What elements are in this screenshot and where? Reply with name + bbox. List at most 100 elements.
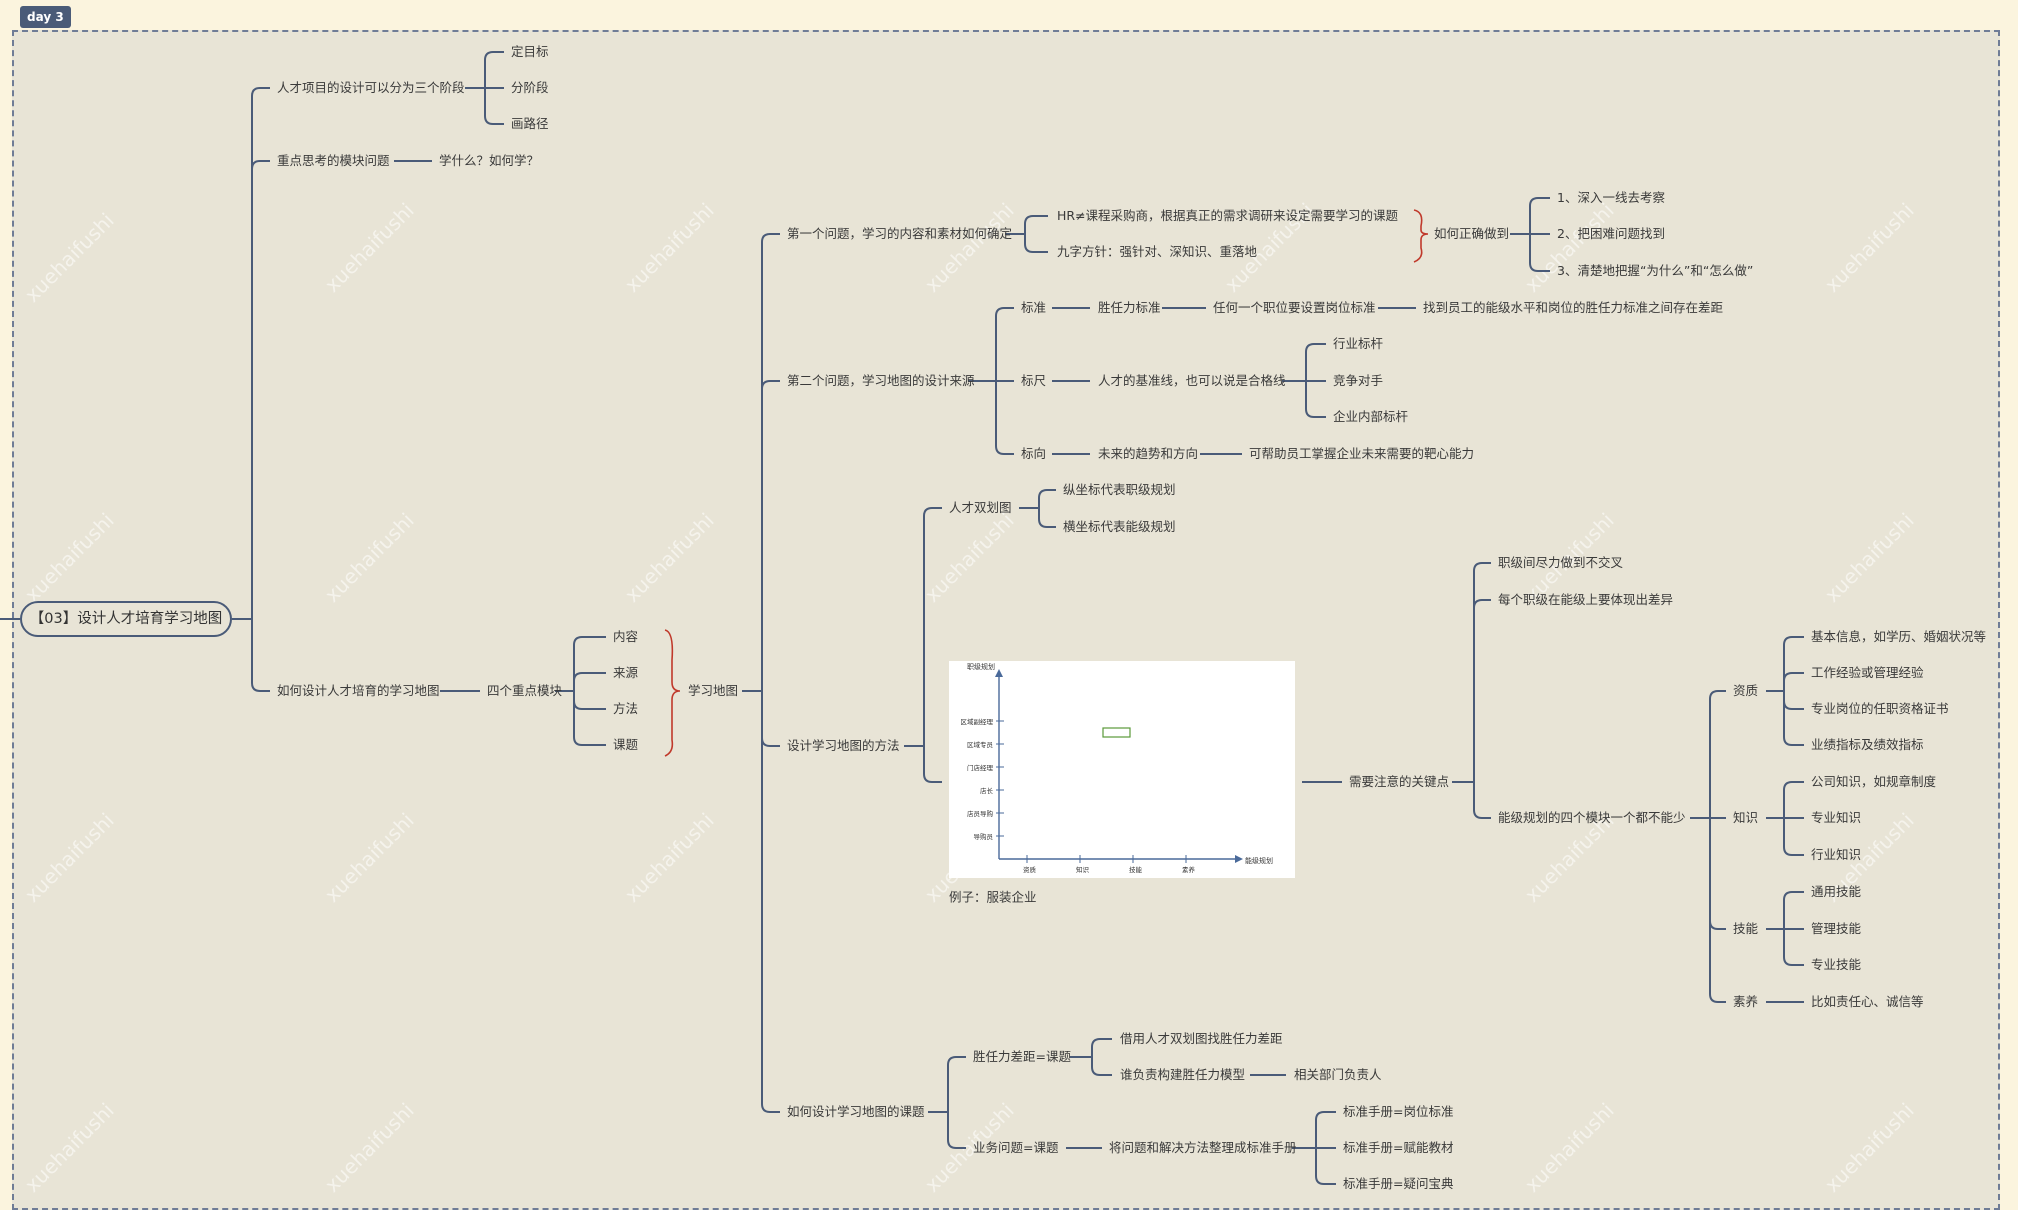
topic-s3b[interactable]: 可帮助员工掌握企业未来需要的靶心能力 [1249,446,1475,461]
connector [1024,243,1048,253]
topic-n3a[interactable]: 四个重点模块 [487,683,563,698]
topic-t1b[interactable]: 谁负责构建胜任力模型 [1120,1067,1246,1082]
topic-d1a[interactable]: 纵坐标代表职级规划 [1063,482,1176,497]
topic-map[interactable]: 学习地图 [688,683,739,698]
connector [1473,809,1491,819]
connector [1305,343,1326,353]
topic-z4a[interactable]: 比如责任心、诚信等 [1811,994,1924,1009]
topic-s3[interactable]: 标向 [1021,446,1047,461]
topic-kp3[interactable]: 能级规划的四个模块一个都不能少 [1498,810,1686,825]
topic-n1a[interactable]: 定目标 [511,44,549,59]
topic-q1c1[interactable]: 1、深入一线去考察 [1557,190,1665,205]
topic-z3b[interactable]: 管理技能 [1811,921,1862,936]
topic-q4[interactable]: 如何设计学习地图的课题 [787,1104,925,1119]
topic-n1[interactable]: 人才项目的设计可以分为三个阶段 [277,80,465,95]
topic-z1b[interactable]: 工作经验或管理经验 [1811,665,1924,680]
topic-s1a[interactable]: 胜任力标准 [1098,300,1161,315]
example-chart-image: 职级规划能级规划区域副经理区域专员门店经理店长店员导购导购员资质知识技能素养 [949,661,1295,878]
x-tick-label: 资质 [1023,865,1037,874]
topic-n1c[interactable]: 画路径 [511,116,549,131]
topic-s2b3[interactable]: 企业内部标杆 [1333,409,1409,424]
chart-caption: 例子：服装企业 [949,889,1037,905]
root-topic[interactable]: 【03】设计人才培育学习地图 [20,601,232,637]
connector [1709,920,1726,930]
topic-m2[interactable]: 来源 [613,665,639,680]
connector [1038,518,1056,528]
connector [573,736,606,746]
topic-n3[interactable]: 如何设计人才培育的学习地图 [277,683,440,698]
topic-t2b3[interactable]: 标准手册=疑问宝典 [1343,1176,1454,1191]
y-tick-label: 区域副经理 [961,717,994,726]
topic-q1c2[interactable]: 2、把困难问题找到 [1557,226,1665,241]
topic-t2b1[interactable]: 标准手册=岗位标准 [1343,1104,1454,1119]
topic-z2b[interactable]: 专业知识 [1811,810,1862,825]
topic-s2b1[interactable]: 行业标杆 [1333,336,1384,351]
connector [484,51,504,61]
boundary-frame [12,30,2000,1210]
dual-plan-chart: 职级规划能级规划区域副经理区域专员门店经理店长店员导购导购员资质知识技能素养 [961,662,1274,874]
topic-z4[interactable]: 素养 [1733,994,1759,1009]
y-tick-label: 店长 [980,786,994,795]
topic-z2a[interactable]: 公司知识，如规章制度 [1811,774,1937,789]
topic-z2c[interactable]: 行业知识 [1811,847,1862,862]
topic-t2[interactable]: 业务问题=课题 [973,1140,1059,1155]
connector [1091,1038,1112,1048]
topic-z1[interactable]: 资质 [1733,683,1759,698]
topic-z1d[interactable]: 业绩指标及绩效指标 [1811,737,1924,752]
y-tick-label: 店员导购 [967,809,994,818]
topic-z3a[interactable]: 通用技能 [1811,884,1862,899]
topic-t1c[interactable]: 相关部门负责人 [1294,1067,1382,1082]
topic-s2[interactable]: 标尺 [1021,373,1047,388]
topic-t1a[interactable]: 借用人才双划图找胜任力差距 [1120,1031,1283,1046]
topic-z3[interactable]: 技能 [1733,921,1759,936]
sheet-tag[interactable]: day 3 [20,6,71,28]
topic-q1c[interactable]: 如何正确做到 [1434,226,1510,241]
topic-m3[interactable]: 方法 [613,701,639,716]
connector [1413,209,1429,263]
highlight-box [1102,727,1131,738]
topic-q1b[interactable]: 九字方针：强针对、深知识、重落地 [1057,244,1258,259]
connector [1783,781,1804,791]
x-tick-label: 技能 [1129,865,1143,874]
topic-t2b2[interactable]: 标准手册=赋能教材 [1343,1140,1454,1155]
connector [1305,408,1326,418]
topic-kp2[interactable]: 每个职级在能级上要体现出差异 [1498,592,1674,607]
topic-n2a[interactable]: 学什么？如何学？ [439,153,540,168]
topic-s2b2[interactable]: 竞争对手 [1333,373,1384,388]
topic-kp[interactable]: 需要注意的关键点 [1349,774,1450,789]
topic-z1c[interactable]: 专业岗位的任职资格证书 [1811,701,1949,716]
topic-s2a[interactable]: 人才的基准线，也可以说是合格线 [1098,373,1286,388]
topic-d1b[interactable]: 横坐标代表能级规划 [1063,519,1176,534]
topic-m1[interactable]: 内容 [613,629,639,644]
connector [995,445,1014,455]
topic-n2[interactable]: 重点思考的模块问题 [277,153,390,168]
y-tick-label: 导购员 [974,832,994,841]
topic-m4[interactable]: 课题 [613,737,639,752]
connector [573,700,606,710]
topic-t2a[interactable]: 将问题和解决方法整理成标准手册 [1109,1140,1297,1155]
topic-z2[interactable]: 知识 [1733,810,1759,825]
topic-s1[interactable]: 标准 [1021,300,1047,315]
topic-q1c3[interactable]: 3、清楚地把握“为什么”和“怎么做” [1557,263,1754,278]
topic-q1[interactable]: 第一个问题，学习的内容和素材如何确定 [787,226,1013,241]
connector [1038,489,1056,499]
topic-kp1[interactable]: 职级间尽力做到不交叉 [1498,555,1624,570]
connector [484,115,504,125]
connector [761,1103,780,1113]
topic-z1a[interactable]: 基本信息，如学历、婚姻状况等 [1811,629,1987,644]
topic-n1b[interactable]: 分阶段 [511,80,549,95]
connector [1315,1111,1336,1121]
topic-t1[interactable]: 胜任力差距=课题 [973,1049,1071,1064]
topic-q1a[interactable]: HR≠课程采购商，根据真正的需求调研来设定需要学习的课题 [1057,208,1399,223]
topic-s1b[interactable]: 任何一个职位要设置岗位标准 [1213,300,1376,315]
topic-q2[interactable]: 第二个问题，学习地图的设计来源 [787,373,975,388]
topic-d1[interactable]: 人才双划图 [949,500,1012,515]
topic-s1c[interactable]: 找到员工的能级水平和岗位的胜任力标准之间存在差距 [1423,300,1724,315]
topic-s3a[interactable]: 未来的趋势和方向 [1098,446,1199,461]
y-tick-label: 门店经理 [967,763,994,772]
topic-q3[interactable]: 设计学习地图的方法 [787,738,900,753]
topic-z3c[interactable]: 专业技能 [1811,957,1862,972]
connector [1709,690,1726,700]
connector [1473,599,1491,609]
